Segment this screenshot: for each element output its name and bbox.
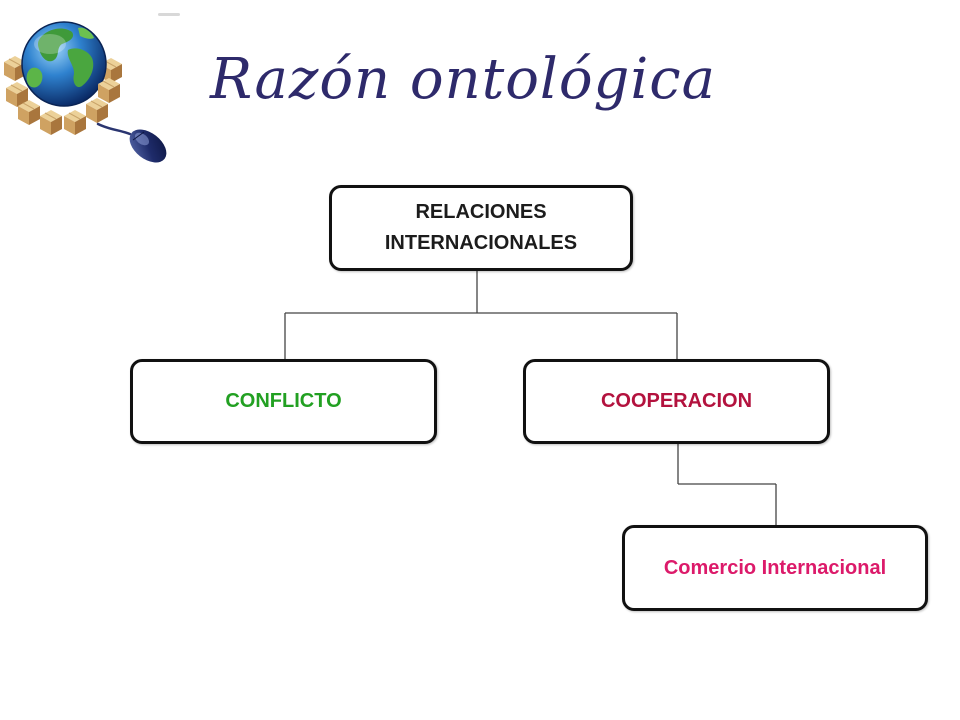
globe-icon <box>21 21 107 107</box>
slide-title: Razón ontológica <box>210 47 717 112</box>
node-label-line: INTERNACIONALES <box>384 232 578 254</box>
node-label: COOPERACION <box>600 390 753 412</box>
node-relaciones-internacionales: RELACIONES INTERNACIONALES <box>329 185 633 271</box>
node-label-line: RELACIONES <box>415 201 547 223</box>
node-cooperacion: COOPERACION <box>523 359 830 444</box>
node-label: Comercio Internacional <box>663 556 887 579</box>
computer-mouse-icon <box>129 129 167 163</box>
node-conflicto: CONFLICTO <box>130 359 437 444</box>
globe-logo <box>3 21 167 163</box>
connector-cooperacion-comercio <box>677 444 777 525</box>
node-label: CONFLICTO <box>225 390 342 412</box>
connector-root-children <box>284 271 678 359</box>
decorative-mark <box>158 13 180 16</box>
node-comercio-internacional: Comercio Internacional <box>622 525 928 611</box>
